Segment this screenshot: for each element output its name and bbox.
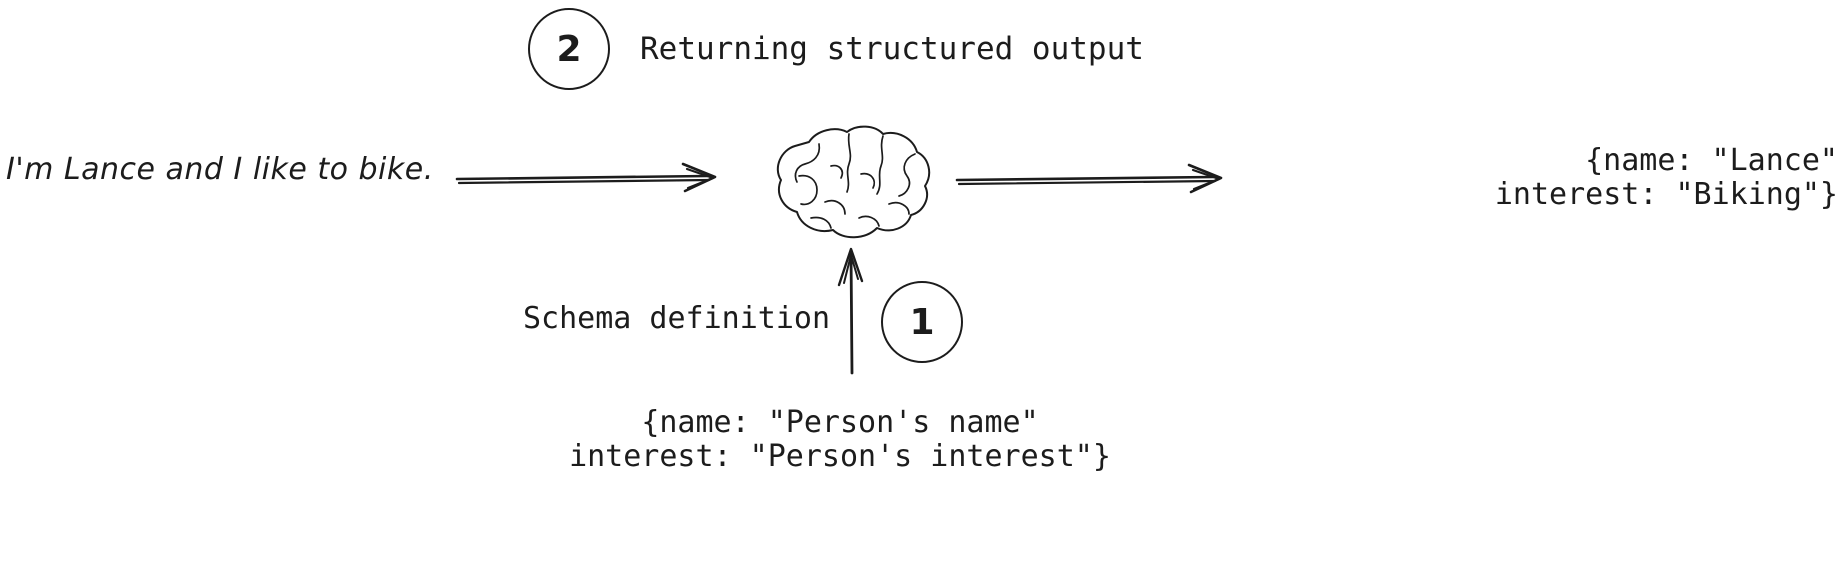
- step-2-label: Returning structured output: [640, 31, 1144, 67]
- arrow-schema-to-model: [837, 247, 864, 375]
- arrow-model-to-output: [955, 163, 1223, 194]
- step-badge-2: 2: [528, 8, 610, 90]
- step-badge-1: 1: [881, 281, 963, 363]
- arrow-input-to-model: [455, 162, 717, 193]
- input-text: I'm Lance and I like to bike.: [6, 152, 434, 187]
- output-text: {name: "Lance" interest: "Biking"}: [1494, 143, 1838, 212]
- brain-icon: [776, 125, 931, 239]
- schema-definition-text: {name: "Person's name" interest: "Person…: [569, 405, 1111, 474]
- step-1-label: Schema definition: [523, 301, 831, 336]
